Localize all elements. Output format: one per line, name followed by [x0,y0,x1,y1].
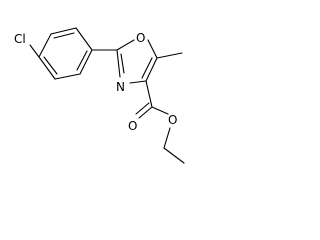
chlorophenyl-ring [38,27,93,80]
bond-methyl [156,52,183,59]
structure-canvas: Cl O N O O [14,27,185,164]
molecule-diagram: Cl O N O O [14,27,185,164]
oxazole-ring [116,39,158,84]
bond-ring-2 [75,27,93,51]
bond-c2-o1 [116,39,135,51]
bond-ring-double-a [53,32,75,39]
bond-ch2-ch3 [163,147,185,164]
chlorine-atom-label: Cl [14,32,26,46]
bond-carbonyl-double-2 [135,102,150,115]
bond-carbonyl-ester-o [151,106,169,115]
bond-ring-1 [50,27,77,35]
oxazole-nitrogen-label: N [116,80,125,94]
bond-n3-c2-double [120,53,125,74]
bond-ring-double-b [76,50,88,71]
bond-ring-4 [54,73,81,80]
bond-ring-5 [38,56,56,80]
carbonyl-oxygen-label: O [128,119,137,133]
bond-carbonyl-double-1 [138,106,153,119]
ester-oxygen-label: O [168,113,177,127]
bond-ring-3 [79,49,93,75]
bond-o1-c5 [147,39,158,59]
oxazole-oxygen-label: O [136,31,145,45]
bond-ring-double-c [43,56,58,75]
bond-c4-n3 [129,80,147,84]
bond-c5-c4 [145,57,158,82]
bond-c5-c4-double [141,57,153,79]
bond-o-ch2 [163,127,171,149]
bond-n3-c2 [116,49,121,78]
bond-ring-6 [38,33,52,58]
bond-c-cl [29,44,40,58]
bond-c4-carbonyl [145,80,153,108]
